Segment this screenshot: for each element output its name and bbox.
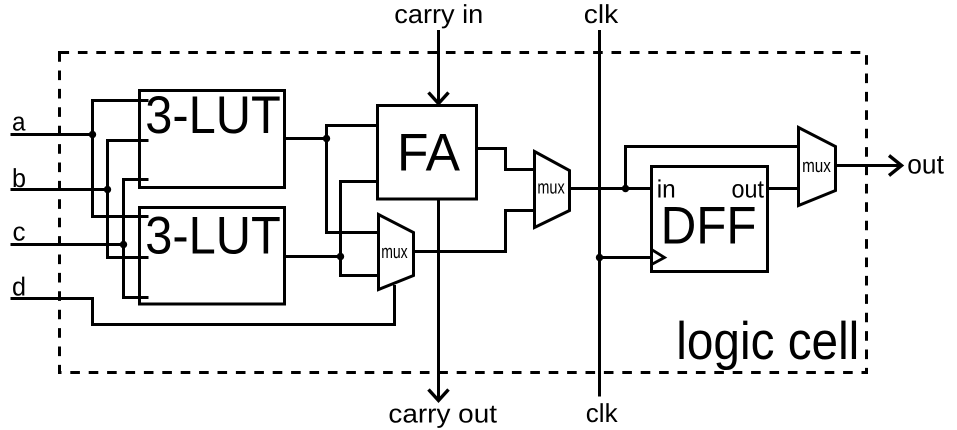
svg-text:clk: clk [584, 0, 619, 29]
svg-text:carry in: carry in [394, 0, 483, 29]
svg-text:mux: mux [802, 156, 831, 177]
svg-text:FA: FA [397, 123, 461, 182]
svg-text:carry out: carry out [388, 399, 497, 429]
svg-text:mux: mux [381, 242, 408, 263]
svg-text:DFF: DFF [661, 197, 757, 256]
svg-text:logic cell: logic cell [676, 312, 859, 371]
svg-text:d: d [12, 272, 26, 302]
svg-text:out: out [907, 150, 944, 180]
svg-text:a: a [12, 107, 26, 137]
svg-text:3-LUT: 3-LUT [145, 206, 280, 265]
svg-text:c: c [13, 217, 26, 247]
svg-text:3-LUT: 3-LUT [145, 86, 280, 145]
svg-text:mux: mux [537, 178, 565, 199]
svg-text:clk: clk [586, 398, 619, 428]
svg-text:in: in [657, 176, 676, 204]
svg-text:b: b [12, 163, 26, 193]
svg-text:out: out [732, 176, 765, 204]
